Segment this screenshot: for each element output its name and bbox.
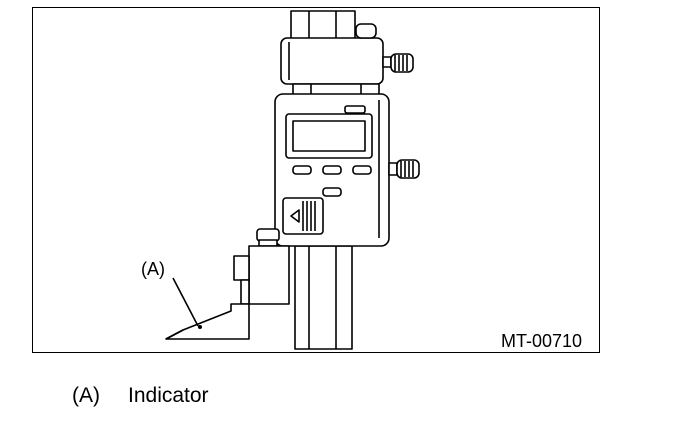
upper-clamp: [280, 23, 414, 96]
callout-label-a: (A): [141, 259, 165, 279]
legend-text: Indicator: [128, 384, 209, 407]
indicator-holder: [165, 245, 290, 340]
figure-frame: (A) MT-00710: [32, 7, 600, 353]
indicator-tip: [198, 325, 202, 329]
figure-id: MT-00710: [501, 331, 583, 351]
legend-ref: (A): [72, 384, 100, 407]
height-gauge-illustration: [165, 10, 420, 350]
legend: (A) Indicator: [72, 384, 209, 408]
callout-leader: [172, 277, 199, 327]
digital-readout-body: [256, 93, 420, 247]
